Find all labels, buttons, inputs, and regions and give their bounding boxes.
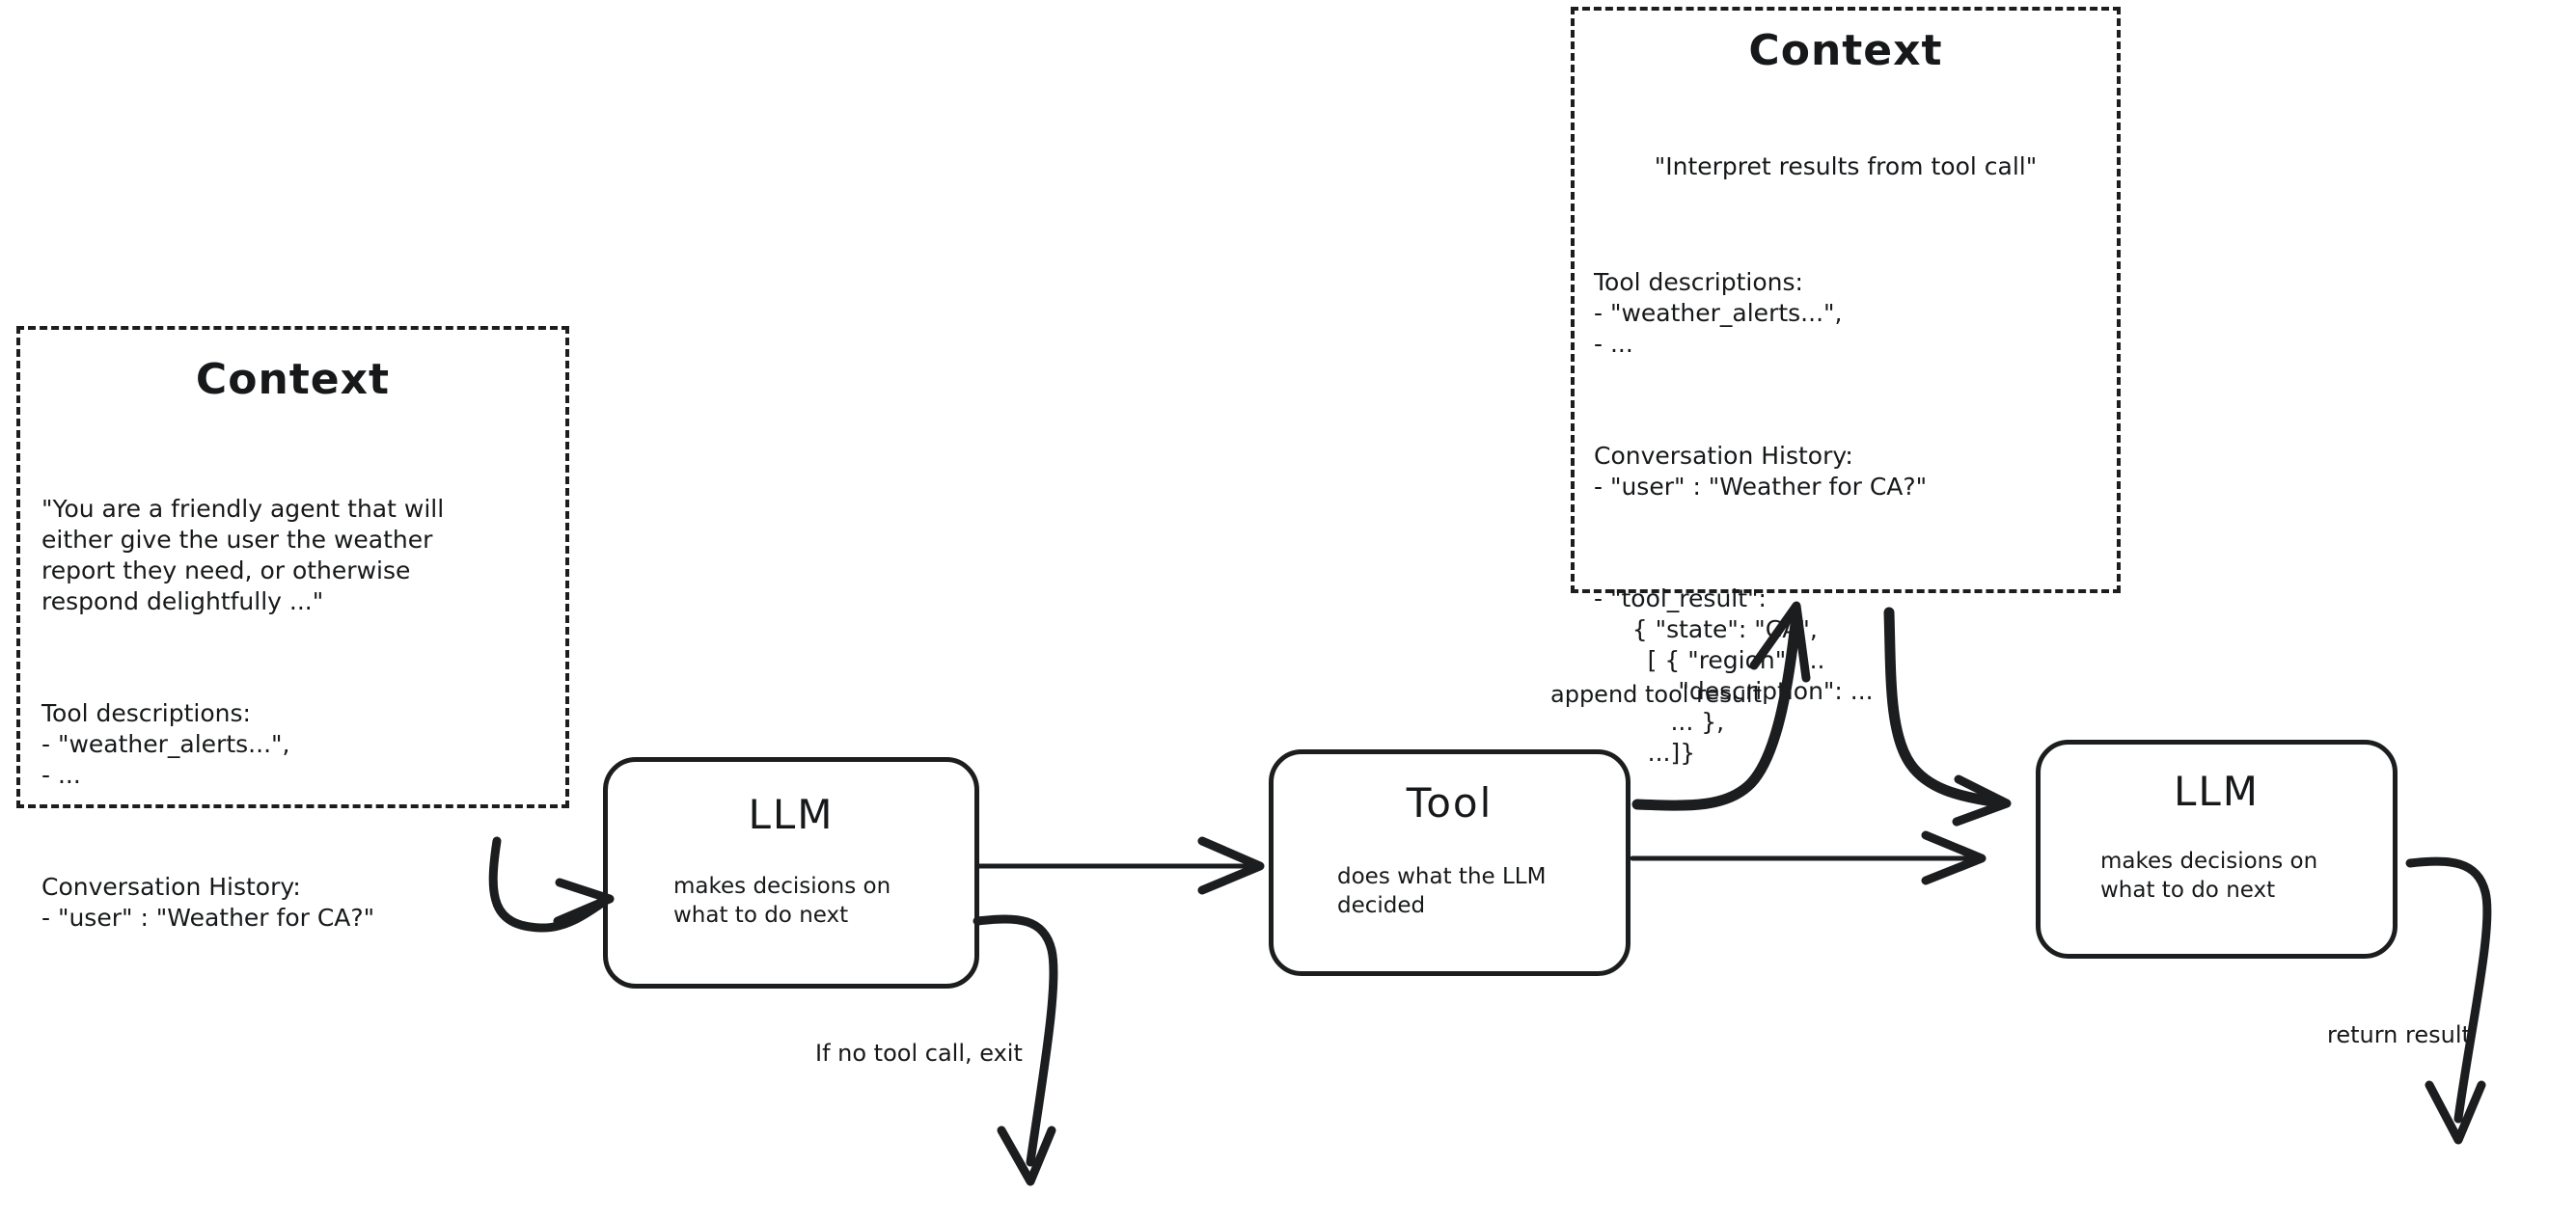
context-right-title: Context bbox=[1748, 26, 1943, 75]
edge-label-append-tool-result: append tool result bbox=[1550, 681, 1762, 708]
context-left-title: Context bbox=[195, 355, 391, 404]
context-left-body: "You are a friendly agent that will eith… bbox=[41, 432, 544, 995]
context-left-tool-descriptions: Tool descriptions: - "weather_alerts..."… bbox=[41, 699, 290, 790]
context-right-tool-result: - "tool_result": { "state": "CA", [ { "r… bbox=[1594, 584, 1874, 768]
context-left-conversation-history: Conversation History: - "user" : "Weathe… bbox=[41, 873, 375, 933]
arrow-llm-second-return bbox=[2405, 856, 2492, 1145]
context-right-system-prompt: "Interpret results from tool call" bbox=[1654, 152, 2038, 181]
context-box-left: Context "You are a friendly agent that w… bbox=[16, 326, 569, 932]
context-right-tool-descriptions: Tool descriptions: - "weather_alerts..."… bbox=[1594, 268, 1843, 359]
node-llm-second-subtitle: makes decisions on what to do next bbox=[2100, 849, 2318, 904]
node-llm-second[interactable]: LLM makes decisions on what to do next bbox=[2036, 740, 2398, 959]
node-tool-subtitle: does what the LLM decided bbox=[1337, 864, 1547, 919]
arrow-tool-to-llm-second bbox=[1630, 830, 1987, 885]
context-right-conversation-history: Conversation History: - "user" : "Weathe… bbox=[1594, 442, 1928, 502]
node-tool-title: Tool bbox=[1406, 779, 1494, 827]
edge-label-if-no-tool-call-exit: If no tool call, exit bbox=[815, 1040, 1023, 1067]
edge-label-return-result: return result bbox=[2327, 1021, 2471, 1048]
context-left-system-prompt: "You are a friendly agent that will eith… bbox=[41, 495, 445, 616]
node-tool[interactable]: Tool does what the LLM decided bbox=[1269, 749, 1631, 976]
node-llm-first[interactable]: LLM makes decisions on what to do next bbox=[603, 757, 979, 989]
node-llm-first-subtitle: makes decisions on what to do next bbox=[673, 874, 891, 929]
node-llm-first-title: LLM bbox=[748, 791, 835, 838]
arrow-llm-to-tool bbox=[976, 836, 1265, 895]
context-box-right: Context "Interpret results from tool cal… bbox=[1571, 7, 2121, 767]
node-llm-second-title: LLM bbox=[2173, 768, 2261, 815]
context-right-body: "Interpret results from tool call" Tool … bbox=[1594, 90, 2097, 830]
